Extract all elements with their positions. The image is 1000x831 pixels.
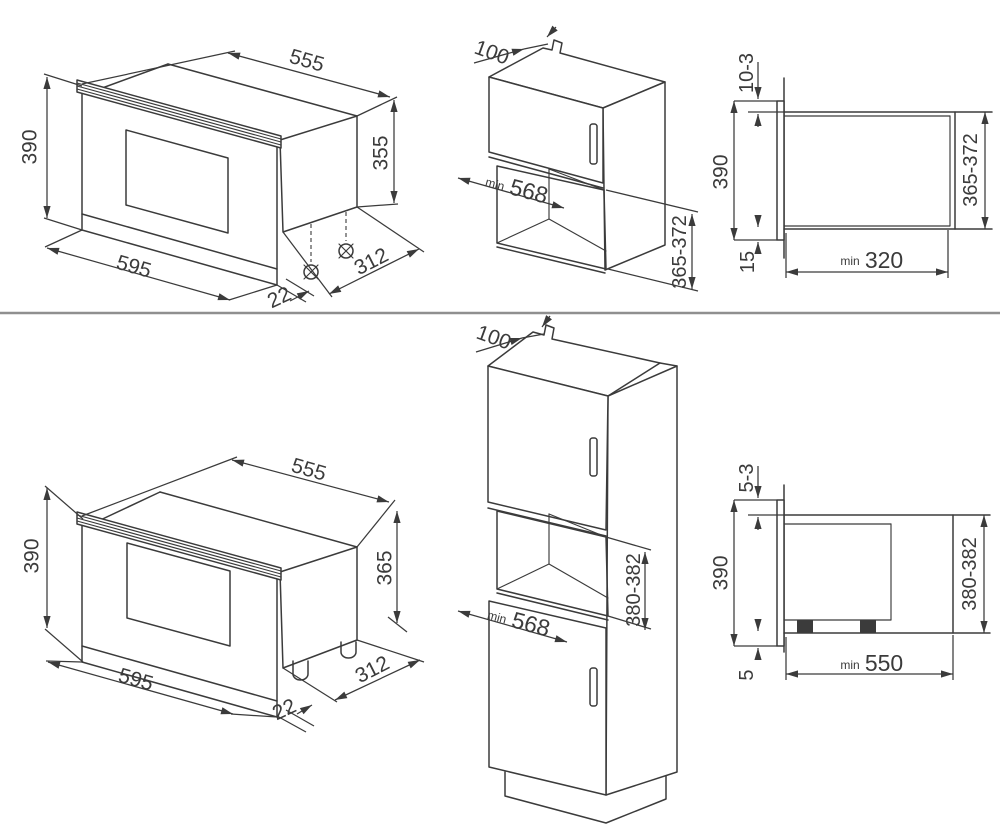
dim-frame-height: 390 (18, 129, 41, 164)
dim-niche-height: 365-372 (669, 215, 691, 288)
dim-overlap-top: 5-3 (736, 464, 758, 493)
dim-top-width: 555 (287, 45, 327, 77)
oven-front-flange (776, 100, 785, 241)
cabinet-plinth (504, 771, 667, 824)
door-window (126, 542, 231, 647)
dim-depth: 312 (352, 652, 394, 688)
cabinet-top-face (487, 324, 661, 397)
screw-icon (303, 224, 319, 280)
oven-foot (860, 620, 876, 633)
cabinet-side-panel (602, 81, 666, 271)
dim-depth: 312 (351, 244, 393, 280)
dim-overlap-bottom: 5 (736, 669, 758, 680)
dim-inner-width: 568 (507, 174, 551, 209)
dim-front-width: 595 (114, 251, 154, 283)
oven-body-side (279, 546, 358, 669)
door-window (125, 129, 229, 234)
dim-frame-height: 390 (20, 538, 43, 573)
dim-min-label: min (840, 254, 859, 268)
view-side-section-bottom: 5-3 390 5 380-382 min 550 (709, 464, 991, 681)
dim-vent-depth: 100 (471, 36, 512, 70)
dim-body-height: 355 (369, 135, 392, 170)
dim-niche-height: 365-372 (960, 133, 982, 206)
dim-body-height: 365 (373, 550, 396, 585)
dim-overlap-bottom: 15 (737, 251, 759, 273)
cabinet-niche (496, 165, 607, 270)
cabinet-lower-door (488, 600, 607, 796)
dim-min-depth: 320 (865, 247, 903, 273)
door-handle (589, 123, 598, 165)
dim-min-label: min (484, 175, 506, 194)
dim-min-label: min (486, 608, 508, 627)
oven-front-flange (776, 499, 785, 647)
screw-icon (338, 212, 354, 259)
view-oven-bottom-row: 555 390 365 595 312 22 (20, 454, 425, 733)
dim-min-label: min (840, 658, 859, 672)
dim-vent-depth: 100 (473, 321, 514, 355)
cabinet-door (488, 76, 604, 184)
view-wall-cabinet: 100 min 568 365-372 (457, 25, 699, 292)
dim-niche-height: 380-382 (623, 553, 645, 626)
view-tall-cabinet: 100 min 568 380-382 (457, 315, 678, 824)
dim-niche-height: 380-382 (959, 537, 981, 610)
door-handle (589, 437, 598, 477)
view-oven-top-row: 555 390 355 595 312 22 (18, 45, 425, 313)
view-side-section-top: 10-3 390 15 365-372 min 320 (709, 53, 993, 278)
oven-foot (797, 620, 813, 633)
oven-foot (340, 641, 357, 659)
door-handle (589, 667, 598, 707)
cabinet-upper-door (487, 365, 609, 531)
dim-frame-height: 390 (709, 154, 732, 189)
dim-overlap-top: 10-3 (736, 53, 758, 93)
dim-min-depth: 550 (865, 650, 903, 676)
dim-top-width: 555 (289, 454, 329, 486)
dim-frame-height: 390 (709, 555, 732, 590)
